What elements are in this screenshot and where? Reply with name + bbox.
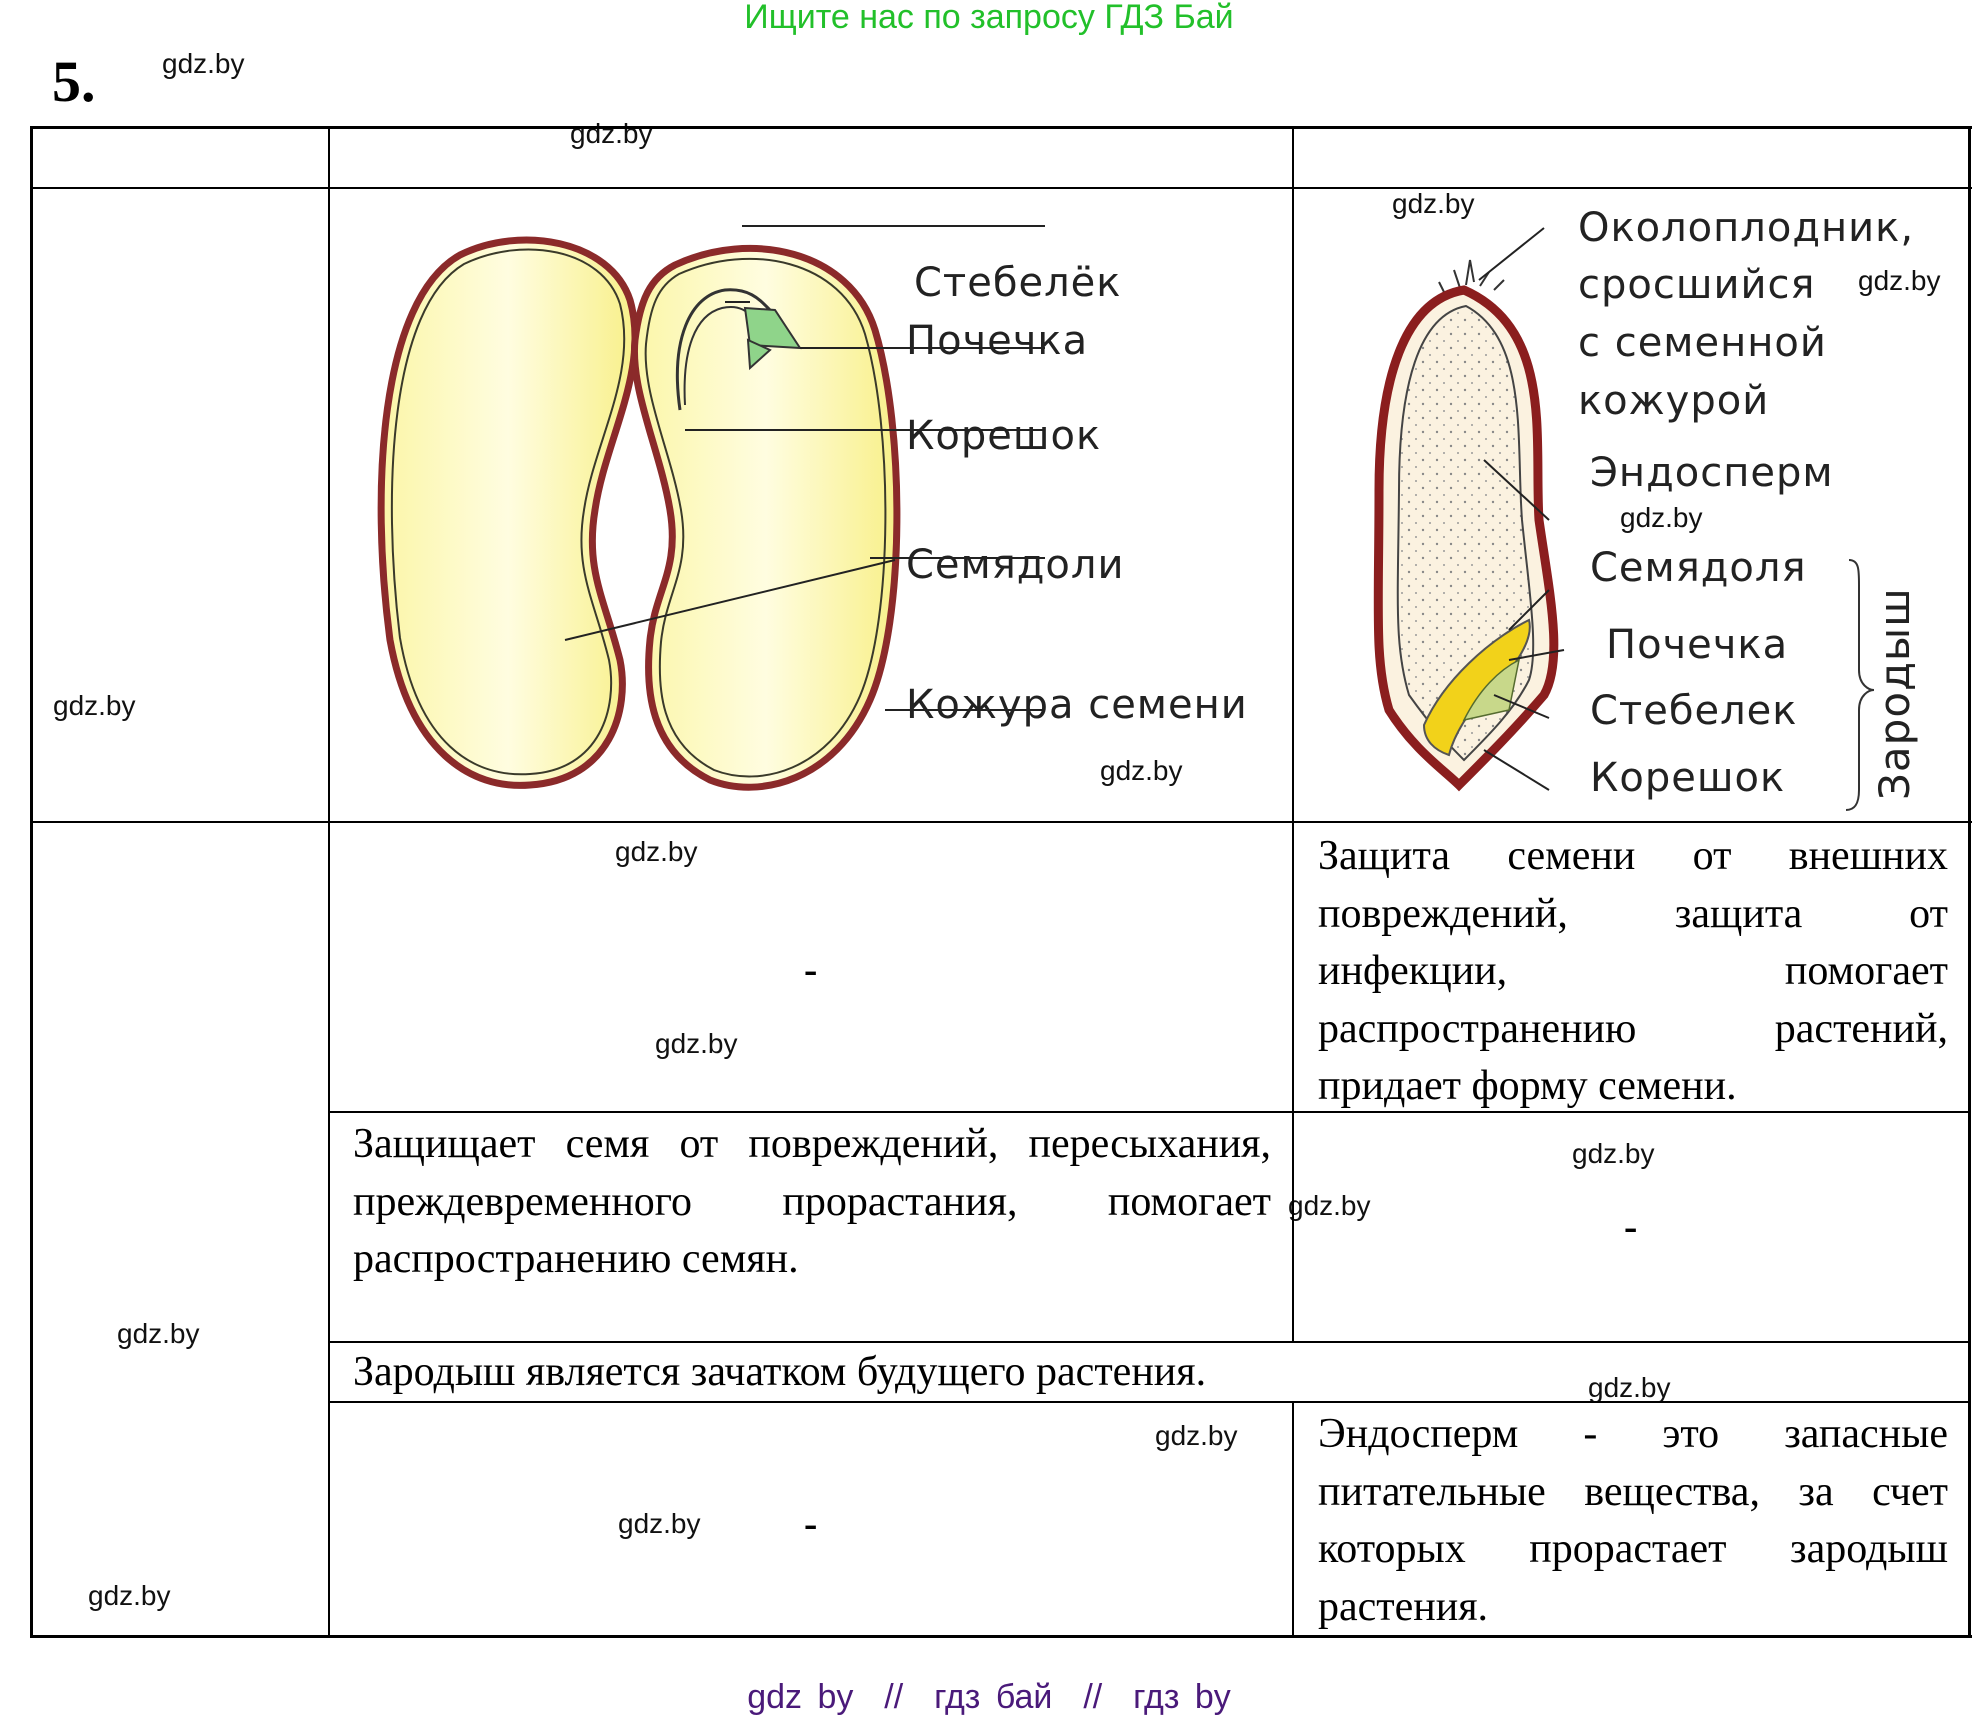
bean-seed-illustration <box>377 225 1045 791</box>
watermark: gdz.by <box>1572 1138 1655 1169</box>
watermark: gdz.by <box>570 118 653 149</box>
col-divider-2a <box>1292 126 1294 1342</box>
footer-links: gdz by // гдз бай // гдз by <box>747 1678 1231 1716</box>
grain-label-pericarp-1: Околоплодник, <box>1578 205 1915 251</box>
watermark: gdz.by <box>615 836 698 867</box>
bean-label-cotyledons: Семядоли <box>906 542 1125 588</box>
grain-label-embryo: Зародыш <box>1870 587 1919 800</box>
row-divider-1 <box>30 187 1972 189</box>
watermark: gdz.by <box>1858 265 1941 296</box>
bean-label-seed-coat: Кожура семени <box>906 682 1248 728</box>
table-right-border <box>1968 126 1971 1638</box>
row3-merged-value: Зародыш является зачатком будущего расте… <box>353 1349 1207 1395</box>
watermark: gdz.by <box>117 1318 200 1349</box>
grain-label-stem: Стебелек <box>1590 688 1798 734</box>
watermark: gdz.by <box>1100 755 1183 786</box>
grain-label-pericarp-4: кожурой <box>1578 378 1770 424</box>
row-divider-4 <box>328 1341 1970 1343</box>
row1-col3-value: Защита семени от внешних повреждений, за… <box>1318 833 1948 1109</box>
bean-label-root: Корешок <box>906 413 1102 459</box>
bean-label-stem: Стебелёк <box>914 260 1122 306</box>
grain-label-pericarp-3: с семенной <box>1578 320 1827 366</box>
watermark: gdz.by <box>88 1580 171 1611</box>
row1-col2-value: - <box>804 947 818 992</box>
row2-col2-value: Защищает семя от повреждений, пересыхани… <box>353 1121 1271 1282</box>
grain-label-root: Корешок <box>1590 755 1786 801</box>
row-divider-3 <box>328 1111 1970 1113</box>
table-left-border <box>30 126 33 1638</box>
watermark: gdz.by <box>1588 1372 1671 1403</box>
col-divider-2b <box>1292 1402 1294 1637</box>
grain-label-bud: Почечка <box>1606 622 1789 668</box>
table-bottom-border <box>30 1635 1972 1638</box>
grain-label-pericarp-2: сросшийся <box>1578 262 1816 308</box>
row-divider-5 <box>328 1401 1970 1403</box>
grain-label-cotyledon: Семядоля <box>1590 545 1807 591</box>
watermark: gdz.by <box>1155 1420 1238 1451</box>
watermark: gdz.by <box>1392 188 1475 219</box>
watermark: gdz.by <box>618 1508 701 1539</box>
table-top-border <box>30 126 1972 129</box>
watermark: gdz.by <box>1620 502 1703 533</box>
row2-col3-value: - <box>1624 1204 1638 1249</box>
row-divider-2 <box>30 821 1972 823</box>
bean-label-bud: Почечка <box>906 318 1089 364</box>
watermark: gdz.by <box>1288 1190 1371 1221</box>
grain-label-endosperm: Эндосперм <box>1590 450 1834 496</box>
col-divider-1 <box>328 126 330 1638</box>
watermark: gdz.by <box>655 1028 738 1059</box>
wheat-grain-illustration <box>1373 227 1875 811</box>
row4-col3-value: Эндосперм - это запасные питательные вещ… <box>1318 1411 1948 1630</box>
task-number: 5. <box>52 49 96 114</box>
watermark: gdz.by <box>53 690 136 721</box>
search-banner: Ищите нас по запросу ГДЗ Бай <box>744 0 1234 36</box>
watermark: gdz.by <box>162 48 245 79</box>
row4-col2-value: - <box>804 1501 818 1546</box>
